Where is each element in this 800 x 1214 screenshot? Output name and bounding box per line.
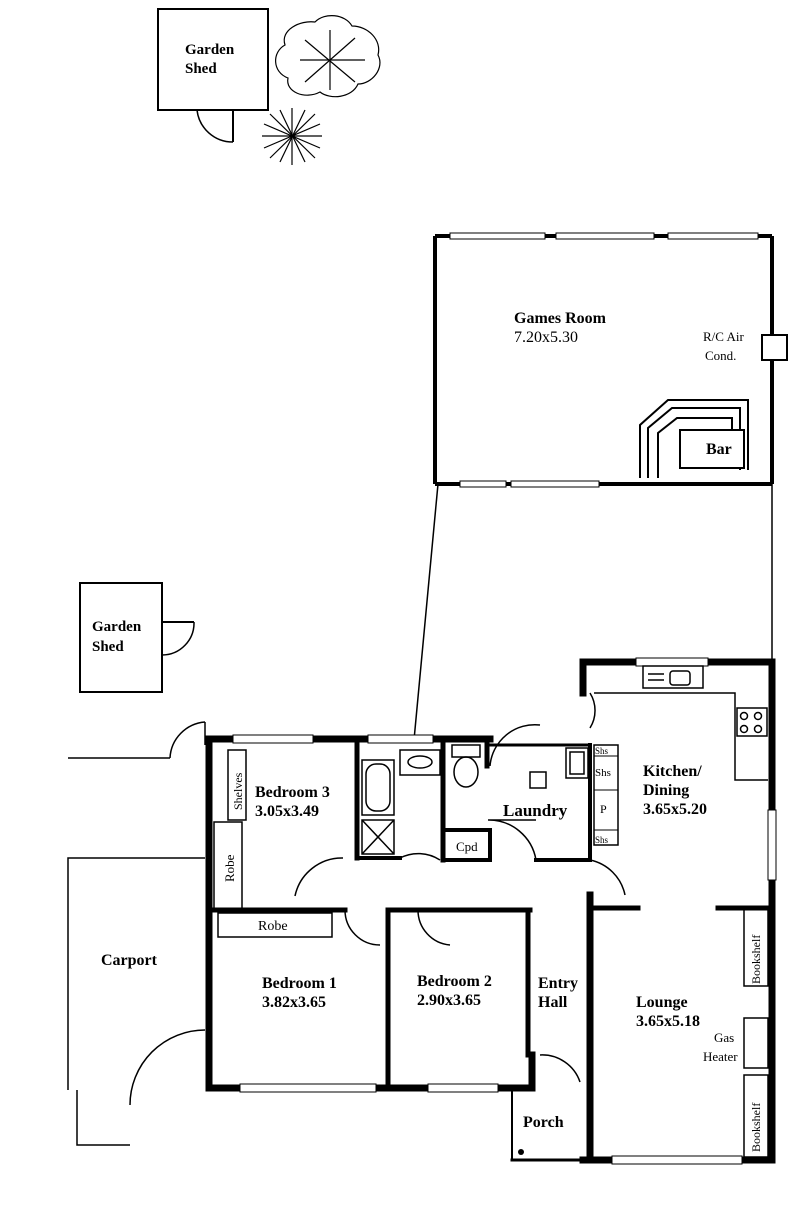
- pantry-label: P: [600, 802, 607, 816]
- bookshelf-bottom-label: Bookshelf: [749, 1103, 763, 1152]
- bedroom3-size: 3.05x3.49: [255, 803, 319, 820]
- garden-shed-left-line2: Shed: [92, 639, 124, 655]
- garden-shed-top-line1: Garden: [185, 42, 235, 58]
- bedroom1-name: Bedroom 1: [262, 975, 337, 992]
- shelf-label-1: Shs: [595, 746, 609, 756]
- carport-label: Carport: [101, 952, 158, 969]
- garden-shed-left: Garden Shed: [79, 582, 195, 693]
- bedroom2-size: 2.90x3.65: [417, 992, 481, 1009]
- kitchen-line1: Kitchen/: [643, 763, 702, 780]
- games-room: Games Room 7.20x5.30: [433, 232, 774, 488]
- entry-hall-line2: Hall: [538, 994, 568, 1011]
- gas-heater-line2: Heater: [703, 1049, 738, 1064]
- air-conditioner: R/C Air Cond.: [703, 329, 788, 363]
- garden-shed-top: Garden Shed: [157, 8, 269, 143]
- bedroom2-name: Bedroom 2: [417, 973, 492, 990]
- vanity-icon: [399, 749, 441, 776]
- shelf-label-2: Shs: [595, 767, 611, 779]
- shrub-icon: [262, 108, 322, 165]
- entry-hall-line1: Entry: [538, 975, 578, 992]
- cpd-label: Cpd: [456, 839, 478, 854]
- laundry-trough-icon: [529, 747, 589, 789]
- lounge-name: Lounge: [636, 994, 688, 1011]
- laundry-label: Laundry: [503, 801, 568, 820]
- lounge-fixtures: [743, 907, 769, 1158]
- bedroom3-robe: [213, 749, 333, 938]
- lounge-size: 3.65x5.18: [636, 1013, 700, 1030]
- bath-icon: [361, 759, 395, 816]
- shower-icon: [361, 819, 395, 855]
- kitchen-bench: [594, 665, 768, 781]
- gas-heater-line1: Gas: [714, 1030, 734, 1045]
- shelf-label-3: Shs: [595, 835, 609, 845]
- doors: [129, 692, 626, 1106]
- air-cond-line2: Cond.: [705, 348, 736, 363]
- bar-counter: Bar: [639, 399, 749, 478]
- porch-light-icon: [518, 1149, 524, 1155]
- kitchen-size: 3.65x5.20: [643, 801, 707, 818]
- tree-icon: [275, 15, 381, 98]
- porch-label: Porch: [523, 1114, 564, 1131]
- kitchen-shelves: Shs Shs P Shs: [593, 744, 619, 846]
- house-windows: [232, 657, 777, 1165]
- games-room-name: Games Room: [514, 310, 607, 327]
- garden-shed-top-line2: Shed: [185, 61, 217, 77]
- bedroom3-name: Bedroom 3: [255, 784, 330, 801]
- bookshelf-top-label: Bookshelf: [749, 935, 763, 984]
- games-room-size: 7.20x5.30: [514, 329, 578, 346]
- toilet-icon: [451, 744, 481, 788]
- bedroom1-size: 3.82x3.65: [262, 994, 326, 1011]
- path-line: [413, 483, 439, 741]
- robe-vertical-label: Robe: [222, 854, 237, 882]
- shelves-label: Shelves: [231, 772, 245, 810]
- bar-label: Bar: [706, 441, 732, 458]
- air-cond-line1: R/C Air: [703, 329, 744, 344]
- carport: [67, 757, 205, 1146]
- garden-shed-left-line1: Garden: [92, 619, 142, 635]
- kitchen-line2: Dining: [643, 782, 689, 799]
- robe-horizontal-label: Robe: [258, 919, 288, 934]
- stove-icon: [736, 707, 768, 737]
